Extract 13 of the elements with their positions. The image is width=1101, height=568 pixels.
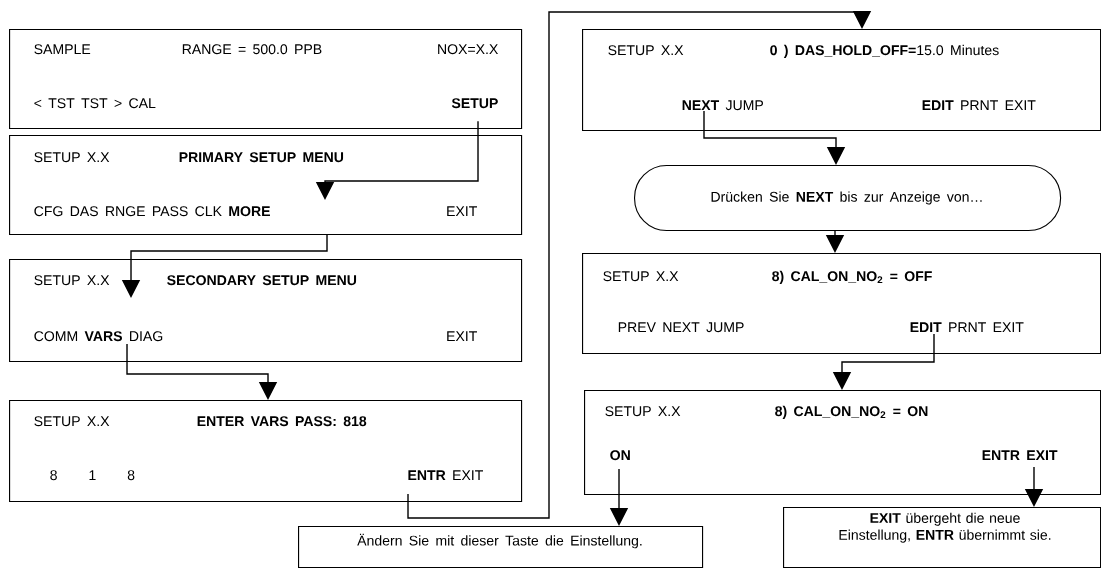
display-screen-box: SETUP X.X SECONDARY SETUP MENU COMM VARS DIAG EXIT	[9, 259, 523, 363]
note-box: EXIT übergeht die neue Einstellung, ENTR übernimmt sie.	[783, 507, 1101, 568]
arrow	[407, 10, 872, 519]
note-box: Ändern Sie mit dieser Taste die Einstellung.	[298, 526, 704, 568]
display-screen-box: SETUP X.X PRIMARY SETUP MENU CFG DAS RNGE PASS CLK MORE EXIT	[9, 135, 523, 236]
display-screen-box: SETUP X.X ENTER VARS PASS: 818 8 1 8 ENTR EXIT	[9, 400, 523, 503]
arrow	[126, 343, 278, 400]
display-screen-box: SETUP X.X 0 ) DAS_HOLD_OFF=15.0 Minutes NEXT JUMP EDIT PRNT EXIT	[582, 29, 1101, 132]
instruction-box: Drücken Sie NEXT bis zur Anzeige von…	[634, 165, 1062, 232]
display-screen-box: SETUP X.X 8) CAL_ON_NO$_{2}$ = ON ON ENTR EXIT	[584, 390, 1101, 496]
display-screen-box: SAMPLE RANGE = 500.0 PPB NOX=X.X < TST TST > CAL SETUP	[9, 29, 523, 130]
display-screen-box: SETUP X.X 8) CAL_ON_NO$_{2}$ = OFF PREV NEXT JUMP EDIT PRNT EXIT	[582, 253, 1101, 355]
arrow	[703, 110, 846, 165]
